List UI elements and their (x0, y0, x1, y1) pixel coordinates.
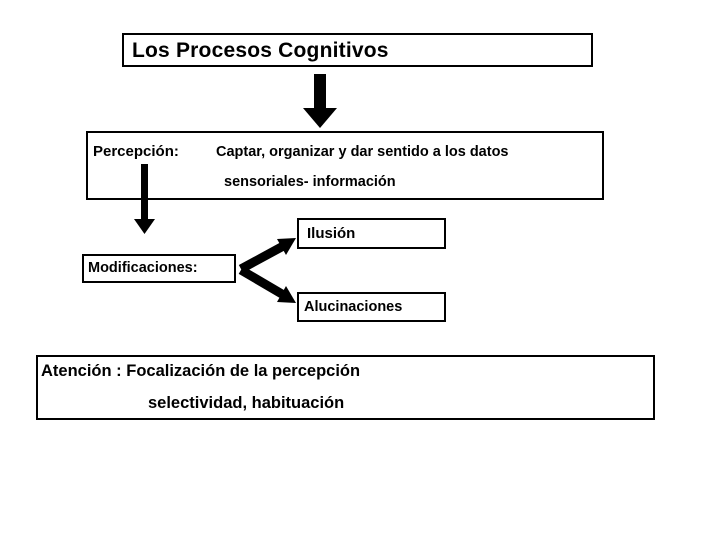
arrow-modificaciones-to-alucinaciones (238, 266, 296, 303)
ilusion-box (297, 218, 446, 249)
page-title: Los Procesos Cognitivos (132, 39, 389, 62)
modificaciones-label: Modificaciones: (88, 260, 198, 276)
title-box (122, 33, 593, 67)
alucinaciones-box (297, 292, 446, 322)
percepcion-box (86, 131, 604, 200)
ilusion-label: Ilusión (307, 225, 356, 242)
percepcion-label: Percepción: (93, 143, 179, 160)
atencion-definition-line-1: Atención : Focalización de la percepción (41, 362, 361, 380)
arrow-modificaciones-to-ilusion (238, 238, 296, 273)
arrow-title-to-percepcion (303, 74, 337, 128)
percepcion-definition-line-2: sensoriales- información (224, 174, 396, 190)
atencion-box (36, 355, 655, 420)
atencion-definition-line-2: selectividad, habituación (148, 394, 345, 412)
alucinaciones-label: Alucinaciones (304, 299, 403, 315)
percepcion-definition-line-1: Captar, organizar y dar sentido a los da… (216, 144, 509, 160)
modificaciones-box (82, 254, 236, 283)
